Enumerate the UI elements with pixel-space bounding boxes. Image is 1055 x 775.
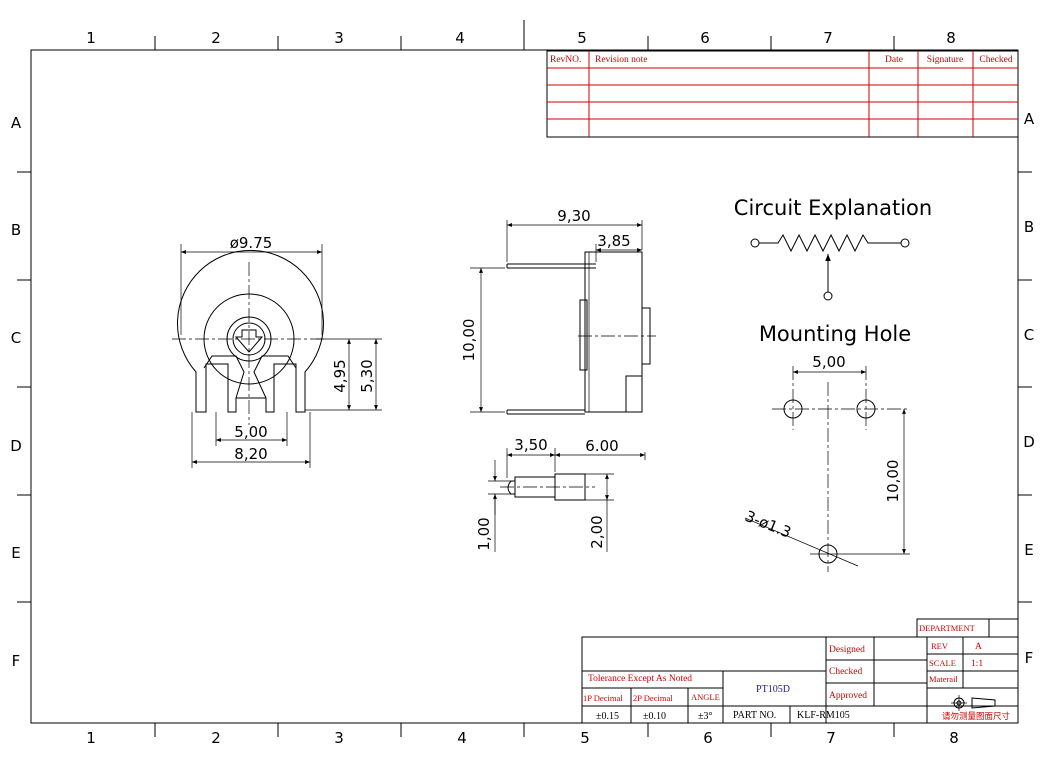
zone-col-label: 8 xyxy=(949,729,959,747)
zone-col-label: 5 xyxy=(580,729,590,747)
tb-part-name: PT105D xyxy=(756,684,790,695)
zone-columns-top: 1 2 3 4 5 6 7 8 xyxy=(86,29,956,47)
tb-part-no-label: PART NO. xyxy=(733,710,776,721)
rev-header-signature: Signature xyxy=(927,55,963,65)
dim-pin-spacing: 5,00 xyxy=(234,423,267,441)
zone-row-label: B xyxy=(1024,218,1034,236)
zone-rows: A B C D E F A B C D E F xyxy=(10,110,1035,670)
dim-diameter: ø9.75 xyxy=(230,234,273,252)
front-body-outline xyxy=(177,249,324,413)
tb-rev-value: A xyxy=(975,642,982,652)
side-body xyxy=(584,251,643,413)
dim-width: 8,20 xyxy=(234,445,267,463)
zone-row-label: F xyxy=(12,652,21,670)
tb-material-label: Materail xyxy=(929,674,958,684)
tb-note-cn: 请勿测量图面尺寸 xyxy=(942,711,1011,721)
dim-hole-spacing: 5,00 xyxy=(812,353,845,371)
zone-col-label: 4 xyxy=(457,729,467,747)
revision-table: RevNO. Revision note Date Signature Chec… xyxy=(546,50,1019,138)
dim-knob: 3,85 xyxy=(597,232,630,250)
dim-h1: 4,95 xyxy=(331,359,349,392)
resistor-icon xyxy=(759,233,901,253)
zone-ticks xyxy=(17,20,1032,737)
rev-header-note: Revision note xyxy=(595,55,648,65)
tb-rev-label: REV xyxy=(931,641,949,651)
title-block: DEPARTMENT Designed Checked Approved REV… xyxy=(581,618,1019,724)
hole-leader-line xyxy=(744,517,859,567)
circuit-title: Circuit Explanation xyxy=(734,196,932,220)
zone-row-label: C xyxy=(1024,326,1034,344)
zone-row-label: C xyxy=(11,329,21,347)
tb-tol2: ±0.10 xyxy=(643,711,666,722)
zone-col-label: 6 xyxy=(700,29,710,47)
zone-col-label: 2 xyxy=(211,29,221,47)
left-contact xyxy=(203,355,245,399)
zone-col-label: 5 xyxy=(577,29,587,47)
tb-tol-angle: ±3° xyxy=(698,711,713,722)
tb-angle: ANGLE xyxy=(691,692,720,702)
tb-scale-label: SCALE xyxy=(929,658,956,668)
zone-col-label: 7 xyxy=(823,29,833,47)
dim-pin-w: 2,00 xyxy=(588,515,606,548)
circuit-explanation: Circuit Explanation xyxy=(734,196,932,301)
tb-tolerance: Tolerance Except As Noted xyxy=(588,674,692,684)
zone-columns-bottom: 1 2 3 4 5 6 7 8 xyxy=(86,729,959,747)
zone-col-label: 1 xyxy=(86,729,96,747)
zone-col-label: 1 xyxy=(86,29,96,47)
dim-total: 9,30 xyxy=(557,207,590,225)
tb-part-no: KLF-RM105 xyxy=(797,710,850,721)
dim-pin-b: 6.00 xyxy=(585,437,618,455)
zone-row-label: F xyxy=(1025,649,1034,667)
tb-tol1: ±0.15 xyxy=(596,711,619,722)
rev-header-date: Date xyxy=(885,55,903,65)
hole-callout: 3-ø1.3 xyxy=(743,507,794,542)
dim-pin-a: 3,50 xyxy=(514,436,547,454)
zone-row-label: A xyxy=(11,114,22,132)
dim-side-height: 10,00 xyxy=(460,319,478,362)
tb-scale-value: 1:1 xyxy=(971,659,983,669)
side-view: 9,30 3,85 10,00 xyxy=(460,207,656,415)
mounting-title: Mounting Hole xyxy=(759,322,911,346)
zone-col-label: 8 xyxy=(946,29,956,47)
projection-symbol-icon xyxy=(951,695,996,711)
terminal-1-icon xyxy=(750,238,760,248)
terminal-2-icon xyxy=(823,291,833,301)
rev-header-revno: RevNO. xyxy=(550,55,581,65)
cross-slot-icon xyxy=(234,329,264,353)
zone-col-label: 7 xyxy=(826,729,836,747)
tb-department: DEPARTMENT xyxy=(919,623,976,633)
tb-checked: Checked xyxy=(829,667,862,677)
zone-row-label: B xyxy=(11,221,21,239)
zone-row-label: D xyxy=(10,437,22,455)
tb-designed: Designed xyxy=(829,645,865,655)
dim-pin-thk: 1,00 xyxy=(475,517,493,550)
pin-detail: 3,50 6.00 1,00 2,00 xyxy=(475,436,646,552)
zone-row-label: D xyxy=(1023,433,1035,451)
rev-header-checked: Checked xyxy=(979,55,1012,65)
side-shaft-left xyxy=(579,299,588,371)
tb-approved: Approved xyxy=(829,691,867,701)
terminal-3-icon xyxy=(900,238,910,248)
tb-dec1: 1P Decimal xyxy=(583,693,623,703)
pin-tip xyxy=(507,480,516,495)
dim-h2: 5,30 xyxy=(358,359,376,392)
zone-row-label: E xyxy=(1024,541,1033,559)
side-tab xyxy=(625,375,643,413)
zone-col-label: 4 xyxy=(455,29,465,47)
dim-hole-height: 10,00 xyxy=(884,460,902,503)
front-view: ø9.75 5,00 8,20 4,95 5,30 xyxy=(172,234,382,468)
zone-col-label: 3 xyxy=(334,29,344,47)
tb-dec2: 2P Decimal xyxy=(633,693,673,703)
zone-row-label: E xyxy=(11,544,20,562)
drawing-border xyxy=(30,49,1019,724)
zone-col-label: 3 xyxy=(334,729,344,747)
right-contact xyxy=(253,355,297,399)
zone-col-label: 6 xyxy=(703,729,713,747)
zone-col-label: 2 xyxy=(211,729,221,747)
zone-row-label: A xyxy=(1024,110,1035,128)
mounting-hole: Mounting Hole 5,00 10,00 3-ø1.3 xyxy=(743,322,911,572)
